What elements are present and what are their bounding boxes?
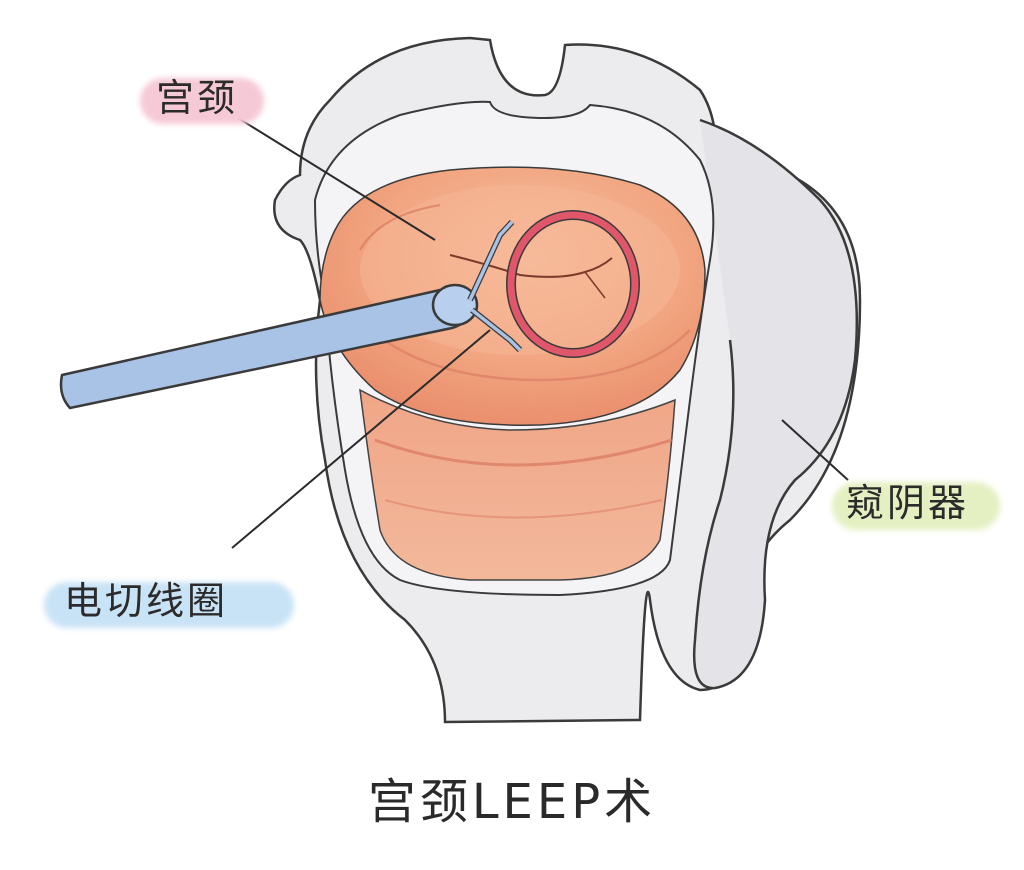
leader-line-cervix xyxy=(237,117,436,241)
leader-line-loop xyxy=(231,329,491,549)
vaginal-canal-tissue xyxy=(359,388,676,581)
leader-line-speculum xyxy=(781,419,849,481)
cervix-label-highlight xyxy=(140,78,264,124)
loop-electrode-label: 电切线圈 xyxy=(64,579,229,623)
speculum-label-highlight xyxy=(832,482,1000,530)
speculum-label: 窥阴器 xyxy=(846,481,970,525)
speculum-handle xyxy=(693,118,859,690)
diagram-title: 宫颈LEEP术 xyxy=(367,774,657,830)
cervix-label: 宫颈 xyxy=(156,76,239,120)
loop-label-highlight xyxy=(44,582,294,628)
